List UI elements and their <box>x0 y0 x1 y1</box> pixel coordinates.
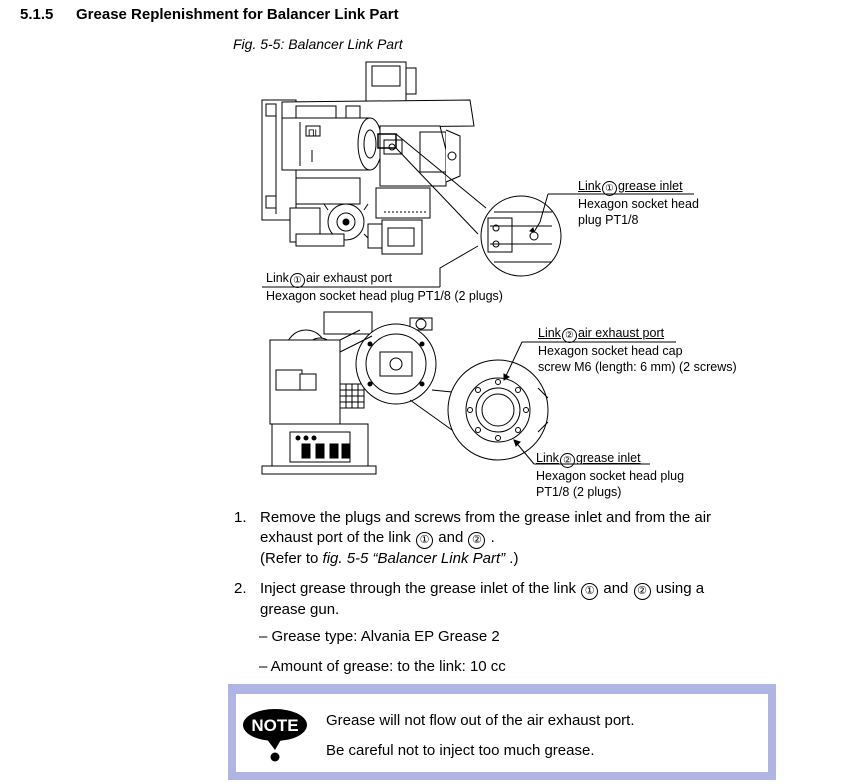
callout-detail: Hexagon socket head plug <box>536 469 685 483</box>
note-box: NOTE Grease will not flow out of the air… <box>228 684 776 780</box>
step-1: 1. Remove the plugs and screws from the … <box>234 508 794 569</box>
note-text: Grease will not flow out of the air exha… <box>326 706 635 766</box>
section-number: 5.1.5 <box>20 6 54 23</box>
callout-name: air exhaust port <box>577 326 665 340</box>
callout-detail: PT1/8 (2 plugs) <box>536 485 622 499</box>
circled-number: ② <box>559 453 575 468</box>
step-text: and <box>434 529 468 546</box>
callout-prefix: Link <box>538 326 561 340</box>
step-ref: (Refer to <box>260 550 323 567</box>
step-text: grease gun. <box>260 601 340 618</box>
circled-number: ① <box>289 273 305 288</box>
callout-prefix: Link <box>536 451 559 465</box>
circled-number: ① <box>416 532 434 549</box>
step-2: 2. Inject grease through the grease inle… <box>234 579 794 620</box>
circled-number: ① <box>581 583 599 600</box>
circled-number: ② <box>468 532 486 549</box>
callout-name: grease inlet <box>617 179 683 193</box>
procedure-steps: 1. Remove the plugs and screws from the … <box>234 508 794 630</box>
svg-text:ΠΙ: ΠΙ <box>308 128 317 138</box>
grease-amount-item: – Amount of grease: to the link: 10 cc <box>259 658 506 675</box>
callout-name: air exhaust port <box>305 271 393 285</box>
section-heading: 5.1.5 Grease Replenishment for Balancer L… <box>20 6 399 23</box>
step-text: Inject grease through the grease inlet o… <box>260 580 581 597</box>
section-title: Grease Replenishment for Balancer Link P… <box>76 6 399 23</box>
step-text: Remove the plugs and screws from the gre… <box>260 509 712 526</box>
note-label: NOTE <box>251 716 298 735</box>
callout-detail: plug PT1/8 <box>578 213 639 227</box>
step-text: . <box>486 529 495 546</box>
step-ref: .) <box>509 550 519 567</box>
step-text: and <box>599 580 633 597</box>
step-text: exhaust port of the link <box>260 529 416 546</box>
figure-ref-link[interactable]: fig. 5-5 <box>322 550 369 567</box>
note-line: Be careful not to inject too much grease… <box>326 742 595 759</box>
step-number: 2. <box>234 580 247 597</box>
step-text: using a <box>651 580 705 597</box>
callout-prefix: Link <box>578 179 601 193</box>
step-number: 1. <box>234 509 247 526</box>
circled-number: ② <box>561 328 577 343</box>
circled-number: ① <box>601 181 617 196</box>
note-icon: NOTE <box>243 709 307 762</box>
upper-robot-drawing: ΠΙ <box>261 61 487 288</box>
callout-name: grease inlet <box>575 451 641 465</box>
link2-detail-circle <box>447 341 676 465</box>
figure-caption: Fig. 5-5: Balancer Link Part <box>233 36 403 52</box>
lower-robot-drawing <box>261 311 453 475</box>
link1-detail-circle <box>480 193 694 277</box>
balancer-link-figure: ΠΙ <box>261 61 694 475</box>
callout-detail: Hexagon socket head <box>578 197 699 211</box>
note-line: Grease will not flow out of the air exha… <box>326 712 635 729</box>
circled-number: ② <box>633 583 651 600</box>
callout-prefix: Link <box>266 271 289 285</box>
callout-detail: screw M6 (length: 6 mm) (2 screws) <box>538 360 737 374</box>
callout-detail: Hexagon socket head cap <box>538 344 683 358</box>
figure-ref-title: “Balancer Link Part” <box>368 550 510 567</box>
grease-type-item: – Grease type: Alvania EP Grease 2 <box>259 628 500 645</box>
callout-detail: Hexagon socket head plug PT1/8 (2 plugs) <box>266 289 503 303</box>
